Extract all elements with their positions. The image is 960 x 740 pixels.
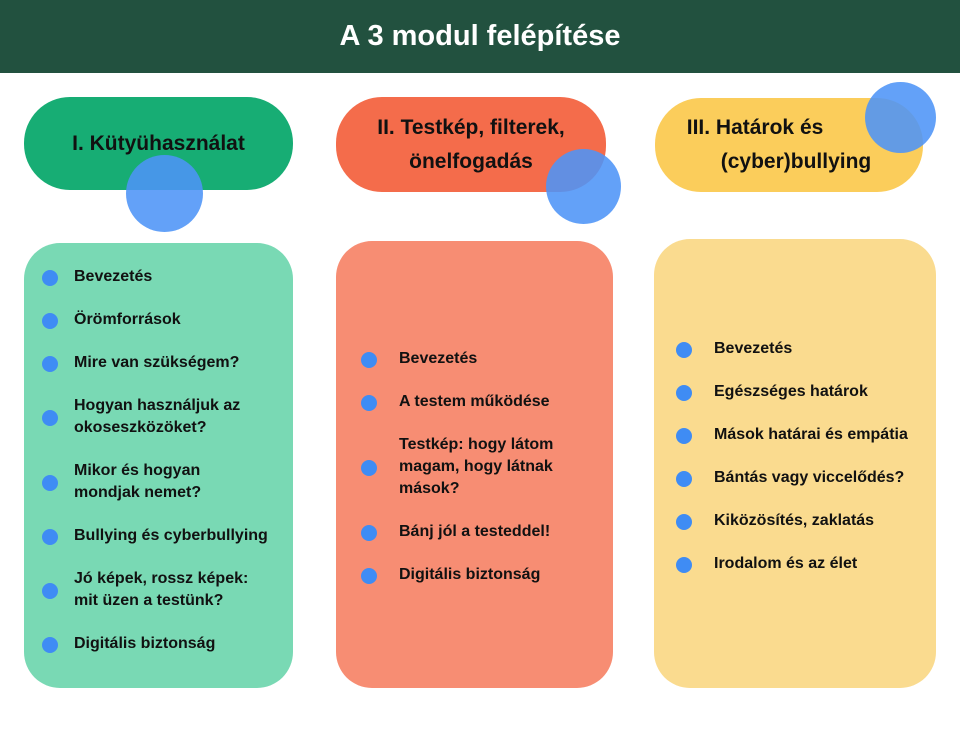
topic-text: Bullying és cyberbullying <box>74 527 268 544</box>
heading-line: önelfogadás <box>409 149 533 173</box>
bullet-icon <box>42 529 58 545</box>
decorative-circle <box>546 149 621 224</box>
decorative-circle <box>865 82 936 153</box>
bullet-icon <box>42 410 58 426</box>
topic-item: Bullying és cyberbullying <box>42 525 268 547</box>
bullet-icon <box>42 270 58 286</box>
bullet-icon <box>676 385 692 401</box>
bullet-icon <box>361 395 377 411</box>
topic-text: mások? <box>399 480 460 497</box>
heading-line: (cyber)bullying <box>720 150 872 173</box>
bullet-icon <box>676 428 692 444</box>
topic-text: Testkép: hogy látom <box>399 436 554 453</box>
topic-text: Bevezetés <box>399 350 478 367</box>
topic-text: mit üzen a testünk? <box>74 592 224 609</box>
topic-item: Irodalom és az élet <box>676 553 908 575</box>
topic-text: okoseszközöket? <box>74 419 207 436</box>
topic-item: Egészséges határok <box>676 381 908 403</box>
bullet-icon <box>42 356 58 372</box>
heading-line: I. Kütyühasználat <box>72 131 245 155</box>
topic-item: Mások határai és empátia <box>676 424 908 446</box>
module-3-card <box>654 239 936 688</box>
bullet-icon <box>361 352 377 368</box>
bullet-icon <box>361 568 377 584</box>
bullet-icon <box>676 514 692 530</box>
topic-item: Digitális biztonság <box>42 633 268 655</box>
topic-text: Jó képek, rossz képek: <box>74 570 249 587</box>
module-1-card <box>24 243 293 688</box>
topic-item: Kiközösítés, zaklatás <box>676 510 908 532</box>
topic-item: A testem működése <box>361 391 553 413</box>
topic-text: Kiközösítés, zaklatás <box>714 512 875 529</box>
topic-text: Örömforrások <box>74 311 181 328</box>
topic-text: mondjak nemet? <box>74 484 202 501</box>
topic-item: Örömforrások <box>42 309 268 331</box>
bullet-icon <box>42 583 58 599</box>
topic-text: Irodalom és az élet <box>714 555 858 572</box>
topic-text: Mikor és hogyan <box>74 462 201 479</box>
topic-item: Jó képek, rossz képek: mit üzen a testünk… <box>42 568 268 612</box>
topic-item: Bevezetés <box>361 348 553 370</box>
bullet-icon <box>676 342 692 358</box>
topic-item: Bánj jól a testeddel! <box>361 521 553 543</box>
topic-text: Digitális biztonság <box>399 566 541 583</box>
bullet-icon <box>42 475 58 491</box>
topic-item: Testkép: hogy látom magam, hogy látnak más… <box>361 434 554 500</box>
topic-text: Mire van szükségem? <box>74 354 240 371</box>
bullet-icon <box>361 525 377 541</box>
module-2-heading: II. Testkép, filterek, önelfogadás <box>336 97 606 192</box>
heading-line: III. Határok és <box>686 116 824 139</box>
topic-item: Bevezetés <box>676 338 908 360</box>
topic-text: Digitális biztonság <box>74 635 216 652</box>
topic-text: Bántás vagy viccelődés? <box>714 469 905 486</box>
bullet-icon <box>361 460 377 476</box>
topic-text: A testem működése <box>399 393 550 410</box>
topic-text: magam, hogy látnak <box>399 458 553 475</box>
topic-text: Egészséges határok <box>714 383 868 400</box>
topic-text: Bánj jól a testeddel! <box>399 523 551 540</box>
header-bar: A 3 modul felépítése <box>0 0 960 73</box>
topic-item: Mire van szükségem? <box>42 352 268 374</box>
topic-item: Bevezetés <box>42 266 268 288</box>
bullet-icon <box>42 313 58 329</box>
module-2-card <box>336 241 613 688</box>
topic-text: Bevezetés <box>714 340 793 357</box>
topic-text: Bevezetés <box>74 268 153 285</box>
bullet-icon <box>42 637 58 653</box>
topic-item: Digitális biztonság <box>361 564 553 586</box>
topic-text: Hogyan használjuk az <box>74 397 241 414</box>
bullet-icon <box>676 471 692 487</box>
topic-item: Hogyan használjuk az okoseszközöket? <box>42 395 268 439</box>
page-title: A 3 modul felépítése <box>339 20 621 52</box>
decorative-circle <box>126 155 203 232</box>
topic-item: Mikor és hogyan mondjak nemet? <box>42 460 268 504</box>
bullet-icon <box>676 557 692 573</box>
topic-item: Bántás vagy viccelődés? <box>676 467 908 489</box>
topic-text: Mások határai és empátia <box>714 426 908 443</box>
heading-line: II. Testkép, filterek, <box>377 115 565 139</box>
